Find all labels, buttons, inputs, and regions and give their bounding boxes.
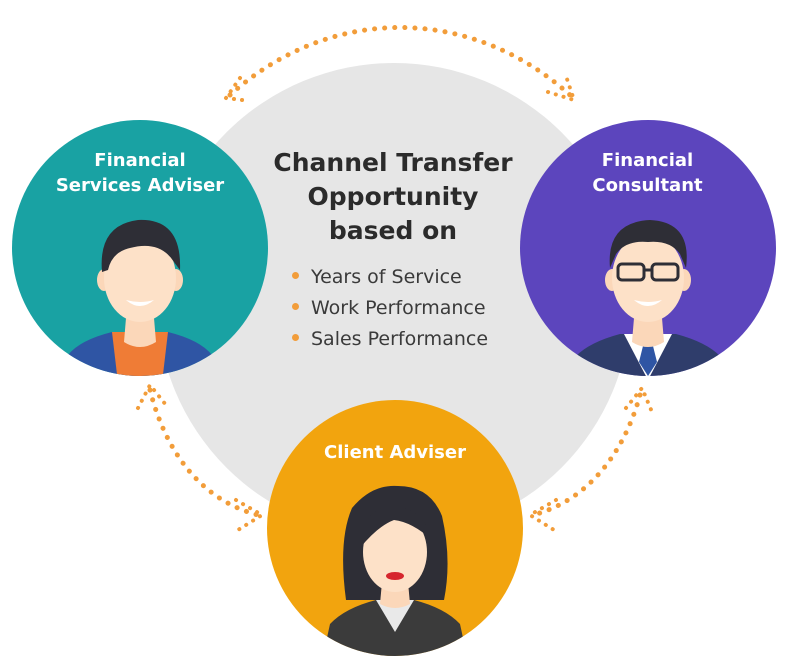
title-line-3: based on xyxy=(328,216,458,245)
criteria-list: Years of Service Work Performance Sales … xyxy=(292,262,488,355)
label-line: Financial xyxy=(601,150,694,171)
criteria-item-years-of-service: Years of Service xyxy=(292,262,488,293)
arrowhead-left-right-icon xyxy=(234,498,266,532)
client-adviser-node xyxy=(267,400,523,656)
diagram-title: Channel Transfer Opportunity based on xyxy=(258,146,528,248)
arrowhead-right-up-icon xyxy=(624,384,654,414)
label-line: Client Adviser xyxy=(324,442,466,463)
criteria-label: Work Performance xyxy=(311,297,486,319)
title-line-1: Channel Transfer xyxy=(273,148,513,177)
criteria-label: Years of Service xyxy=(311,266,462,288)
left-connector-arrow xyxy=(147,387,261,518)
female-avatar-icon xyxy=(320,485,470,656)
arrowhead-left-up-icon xyxy=(136,381,168,410)
male-avatar-icon xyxy=(60,219,220,376)
bullet-icon xyxy=(292,272,299,279)
arrowhead-right-left-icon xyxy=(526,498,558,532)
label-line: Consultant xyxy=(592,175,703,196)
criteria-item-work-performance: Work Performance xyxy=(292,293,488,324)
title-line-2: Opportunity xyxy=(307,182,479,211)
financial-consultant-label: Financial Consultant xyxy=(540,148,755,198)
center-circle xyxy=(157,63,631,537)
top-connector-arrow xyxy=(227,25,573,98)
financial-consultant-node xyxy=(520,120,776,376)
financial-services-adviser-label: Financial Services Adviser xyxy=(30,148,250,198)
financial-services-adviser-node xyxy=(12,120,268,376)
criteria-label: Sales Performance xyxy=(311,328,489,350)
client-adviser-label: Client Adviser xyxy=(275,440,515,465)
arrowhead-top-right-icon xyxy=(546,74,578,104)
criteria-item-sales-performance: Sales Performance xyxy=(292,324,488,355)
male-with-glasses-avatar-icon xyxy=(568,220,728,376)
arrowhead-top-left-icon xyxy=(222,76,252,103)
label-line: Financial xyxy=(94,150,186,171)
bullet-icon xyxy=(292,303,299,310)
label-line: Services Adviser xyxy=(55,175,225,196)
bullet-icon xyxy=(292,334,299,341)
right-connector-arrow xyxy=(530,392,643,518)
